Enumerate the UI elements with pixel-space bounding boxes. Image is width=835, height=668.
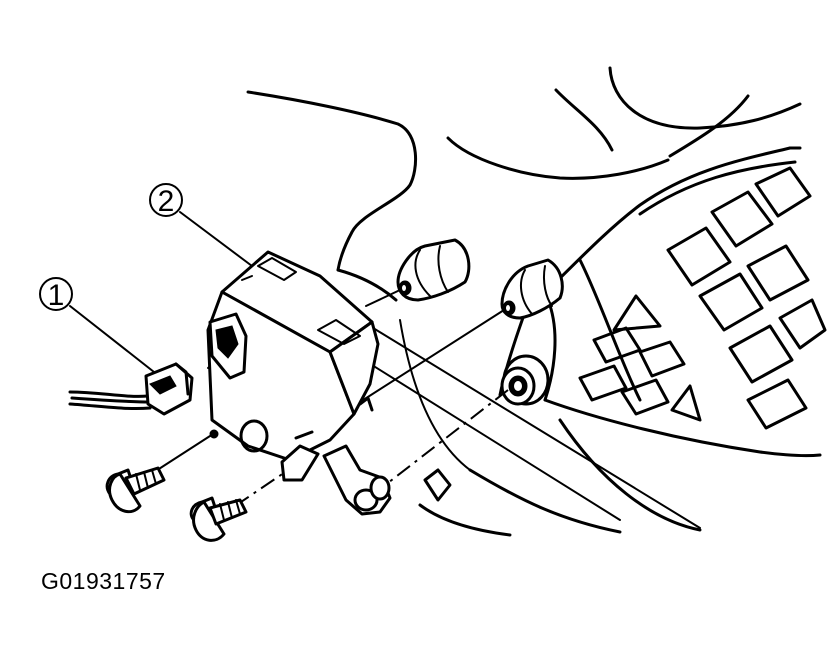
callout-2: 2 (149, 183, 253, 267)
callout-1-label: 1 (48, 279, 65, 312)
vent-grille (578, 166, 827, 430)
actuator-lever-arm (322, 444, 392, 516)
figure-code: G01931757 (41, 568, 166, 594)
wiring-harness-connector (68, 362, 194, 416)
mode-door-actuator (206, 250, 380, 482)
housing-outline (246, 66, 822, 537)
screw-upper (105, 466, 166, 514)
screw-lower (189, 496, 248, 542)
callout-2-label: 2 (158, 185, 175, 218)
grommet-upper (396, 238, 471, 302)
callout-1: 1 (39, 277, 155, 373)
grommet-middle (500, 258, 564, 320)
bushing-lower (500, 354, 550, 406)
